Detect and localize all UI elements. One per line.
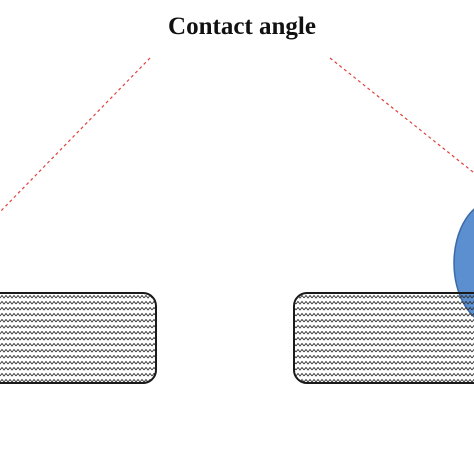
droplet-icon [453,208,474,318]
left-substrate-block [0,292,157,384]
diagram-title: Contact angle [168,13,316,40]
right-guide-line [329,57,474,174]
left-guide-line [0,57,151,213]
right-substrate-block [293,292,474,384]
